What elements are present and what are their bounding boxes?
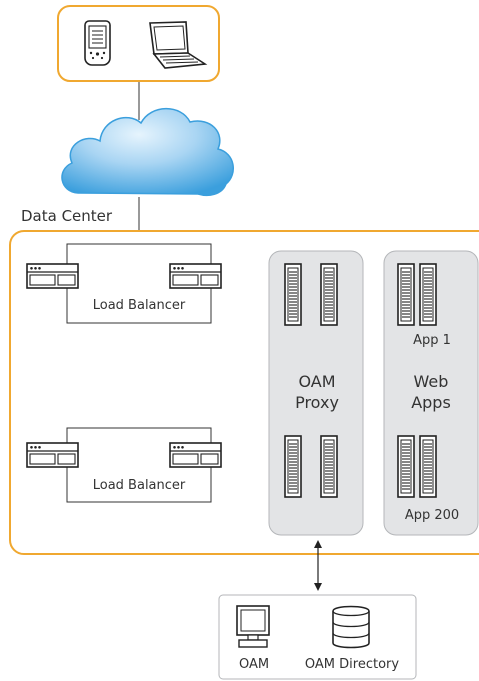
laptop-icon	[149, 21, 208, 69]
first-app-label: App 1	[413, 333, 451, 348]
load-balancer-appliance-icon	[169, 263, 222, 289]
oam-directory-label: OAM Directory	[305, 657, 399, 672]
oam-proxy-label-line1: OAM	[298, 372, 335, 391]
load-balancer-label: Load Balancer	[93, 478, 186, 493]
last-app-label: App 200	[405, 508, 459, 523]
web-apps-label-line1: Web	[414, 372, 449, 391]
proxy-server-icon	[320, 263, 338, 326]
client-devices-box	[57, 5, 220, 82]
web-apps-label-line2: Apps	[411, 393, 451, 412]
app-server-icon	[397, 263, 415, 326]
proxy-server-icon	[284, 435, 302, 498]
bidirectional-arrow	[314, 540, 322, 591]
internet-cloud-icon	[61, 108, 234, 196]
app-server-icon	[419, 435, 437, 498]
monitor-icon	[236, 605, 270, 648]
oam-proxy-label-line2: Proxy	[295, 393, 339, 412]
proxy-server-icon	[320, 435, 338, 498]
database-icon	[332, 605, 370, 649]
proxy-server-icon	[284, 263, 302, 326]
load-balancer-appliance-icon	[26, 263, 79, 289]
app-server-icon	[397, 435, 415, 498]
load-balancer-label: Load Balancer	[93, 298, 186, 313]
load-balancer-appliance-icon	[169, 442, 222, 468]
pda-icon	[84, 20, 111, 66]
app-server-icon	[419, 263, 437, 326]
oam-label: OAM	[239, 657, 269, 672]
data-center-label: Data Center	[21, 207, 113, 225]
load-balancer-appliance-icon	[26, 442, 79, 468]
